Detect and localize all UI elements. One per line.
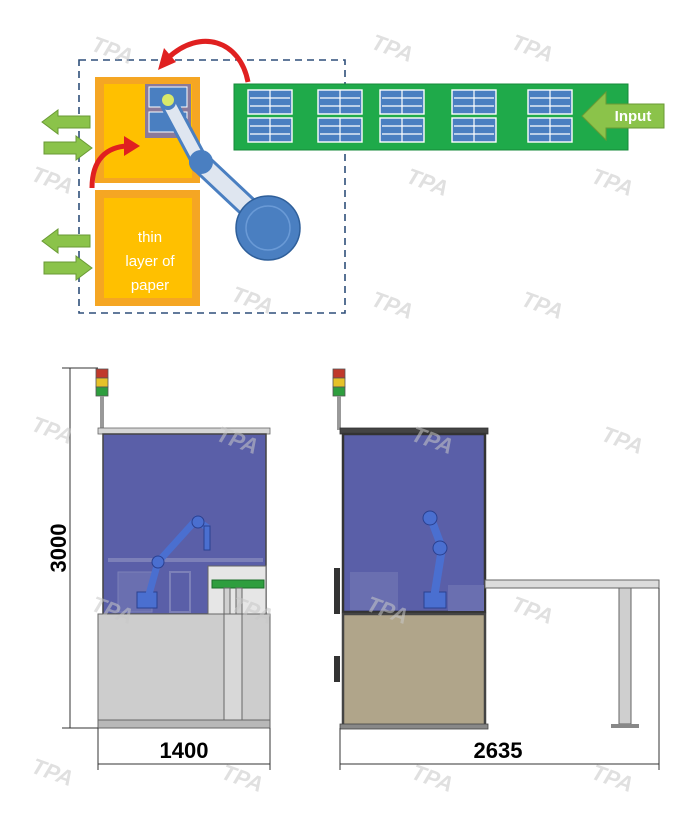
watermark: TPA: [518, 286, 566, 324]
side-lower-panel: [341, 612, 487, 728]
watermark: TPA: [508, 591, 556, 629]
watermark: TPA: [403, 163, 451, 201]
conveyor-table: [484, 579, 660, 728]
watermark: TPA: [28, 753, 76, 791]
red-arrowhead-top: [158, 48, 176, 70]
input-arrow-icon: Input: [581, 90, 665, 142]
watermark: TPA: [368, 286, 416, 324]
transfer-arrow-icons: [89, 39, 251, 189]
top-layout-diagram: Input thin layer of paper: [41, 39, 665, 314]
watermark: TPA: [588, 163, 636, 201]
station-label-line-2: layer of: [125, 253, 175, 270]
height-dimension-label: 3000: [46, 524, 71, 573]
side-width-dimension-label: 2635: [474, 738, 523, 763]
red-arrowhead-left: [124, 136, 140, 156]
robot-arm-front-icon: [136, 515, 211, 609]
robot-arm-top-icon: [159, 93, 301, 261]
station-label-line-3: paper: [131, 277, 169, 294]
signal-tower-icon: [95, 368, 109, 430]
watermark: TPA: [88, 31, 136, 69]
lower-pallet-station: thin layer of paper: [95, 190, 200, 306]
input-label: Input: [615, 108, 652, 125]
side-view: 2635: [332, 368, 660, 770]
robot-cell-boundary: [78, 59, 346, 314]
watermark: TPA: [218, 759, 266, 797]
signal-tower-icon-side: [332, 368, 346, 430]
watermark: TPA: [598, 421, 646, 459]
front-width-dimension: [97, 728, 271, 770]
watermark: TPA: [408, 759, 456, 797]
front-lower-cabinet: [97, 613, 271, 729]
watermark: TPA: [508, 29, 556, 67]
robot-arm-side-icon: [422, 510, 448, 609]
side-width-dimension: [339, 588, 660, 770]
watermark: TPA: [368, 29, 416, 67]
front-view: 3000 1400: [46, 367, 271, 770]
watermark: TPA: [28, 161, 76, 199]
front-width-dimension-label: 1400: [160, 738, 209, 763]
watermark: TPA: [588, 759, 636, 797]
input-conveyor: [233, 83, 629, 151]
output-arrow-icons: [41, 109, 93, 281]
height-dimension: [62, 367, 98, 729]
watermark: TPA: [28, 411, 76, 449]
station-label-line-1: thin: [138, 229, 162, 246]
